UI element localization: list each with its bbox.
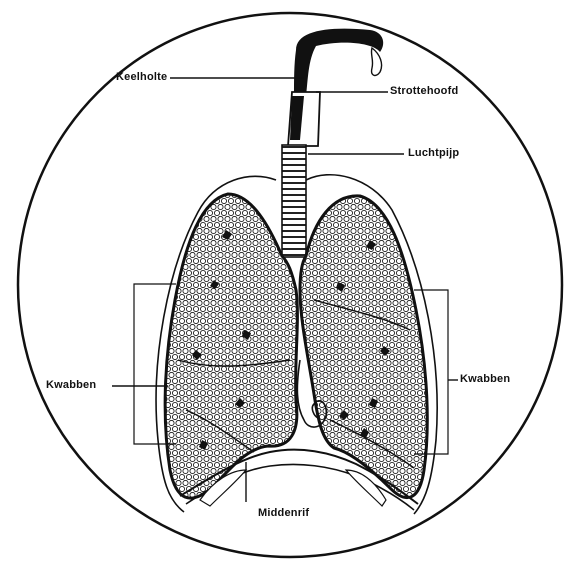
label-kwabben-left: Kwabben bbox=[46, 379, 96, 391]
larynx bbox=[288, 92, 320, 146]
label-keelholte: Keelholte bbox=[116, 71, 167, 83]
label-kwabben-right: Kwabben bbox=[460, 373, 510, 385]
trachea bbox=[282, 145, 306, 257]
label-middenrif: Middenrif bbox=[258, 507, 309, 519]
label-luchtpijp: Luchtpijp bbox=[408, 147, 459, 159]
label-strottehoofd: Strottehoofd bbox=[390, 85, 458, 97]
